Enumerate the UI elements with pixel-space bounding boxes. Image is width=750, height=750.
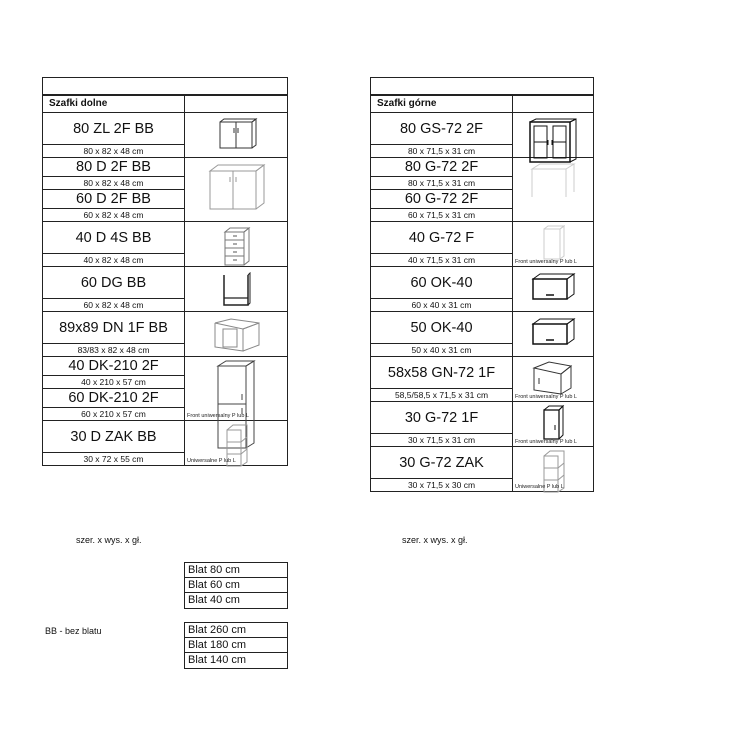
table-row: 80 GS-72 2F 80 x 71,5 x 31 cm: [371, 113, 593, 163]
table-top-bar: [43, 78, 287, 96]
cabinet-note: Front uniwersalny P lub L: [515, 259, 577, 265]
cabinet-code: 60 D 2F BB: [76, 191, 151, 207]
cabinet-code: 50 OK-40: [410, 319, 473, 336]
cabinet-dimensions: 83/83 x 82 x 48 cm: [43, 343, 184, 356]
table-row: 60 OK-40 60 x 40 x 31 cm: [371, 267, 593, 312]
cabinet-dimensions: 50 x 40 x 31 cm: [371, 343, 512, 356]
cabinet-code: 60 OK-40: [410, 274, 473, 291]
worktop-table-large: Blat 260 cm Blat 180 cm Blat 140 cm: [184, 622, 288, 669]
cabinet-code: 40 G-72 F: [408, 229, 475, 246]
worktop-item: Blat 80 cm: [185, 563, 287, 578]
cabinet-note: Front uniwersalny P lub L: [515, 394, 577, 400]
cabinet-code: 89x89 DN 1F BB: [59, 319, 168, 336]
table-row: 89x89 DN 1F BB 83/83 x 82 x 48 cm: [43, 312, 287, 357]
worktop-item: Blat 180 cm: [185, 638, 287, 653]
cabinet-dimensions: 60 x 210 x 57 cm: [43, 407, 184, 420]
cabinet-dimensions: 60 x 82 x 48 cm: [43, 208, 184, 221]
worktop-item: Blat 260 cm: [185, 623, 287, 638]
cabinet-dimensions: 60 x 82 x 48 cm: [43, 298, 184, 311]
upper-header: Szafki górne: [371, 96, 513, 112]
worktop-item: Blat 40 cm: [188, 594, 240, 606]
worktop-table-small: Blat 80 cm Blat 60 cm Blat 40 cm: [184, 562, 288, 609]
cabinet-note: Front uniwersalny P lub L: [515, 439, 577, 445]
lower-header: Szafki dolne: [43, 96, 185, 112]
cabinet-code: 60 DG BB: [80, 274, 147, 291]
cabinet-note: Uniwersalne P lub L: [187, 458, 236, 464]
cabinet-dimensions: 80 x 82 x 48 cm: [43, 176, 184, 189]
cabinet-code: 30 D ZAK BB: [70, 428, 157, 445]
worktop-item: Blat 60 cm: [185, 578, 287, 593]
cabinet-dimensions: 80 x 82 x 48 cm: [43, 144, 184, 157]
table-row: 60 DG BB 60 x 82 x 48 cm: [43, 267, 287, 312]
cabinet-dimensions: 40 x 82 x 48 cm: [43, 253, 184, 266]
lower-dims-legend: szer. x wys. x gł.: [76, 535, 142, 545]
cabinet-dimensions: 80 x 71,5 x 31 cm: [371, 176, 512, 189]
cabinet-code: 40 DK-210 2F: [68, 358, 159, 374]
worktop-item: Blat 140 cm: [188, 654, 247, 666]
cabinet-code: 80 GS-72 2F: [399, 120, 483, 137]
cabinet-code: 30 G-72 1F: [404, 409, 479, 426]
cabinet-code: 30 G-72 ZAK: [399, 454, 484, 471]
upper-dims-legend: szer. x wys. x gł.: [402, 535, 468, 545]
cabinet-dimensions: 40 x 71,5 x 31 cm: [371, 253, 512, 266]
cabinet-code: 40 D 4S BB: [75, 229, 152, 246]
cabinet-dimensions: 58,5/58,5 x 71,5 x 31 cm: [371, 388, 512, 401]
cabinet-dimensions: 30 x 71,5 x 31 cm: [371, 433, 512, 446]
cabinet-dimensions: 30 x 72 x 55 cm: [43, 452, 184, 465]
cabinet-note: Uniwersalne P lub L: [515, 484, 564, 490]
cabinet-dimensions: 40 x 210 x 57 cm: [43, 375, 184, 388]
cabinet-code: 80 G-72 2F: [404, 159, 479, 175]
cabinet-dimensions: 60 x 40 x 31 cm: [371, 298, 512, 311]
upper-cabinets-table: Szafki górne 80 GS-72 2F 80 x 71,5 x 31 c…: [370, 77, 594, 493]
table-row: 50 OK-40 50 x 40 x 31 cm: [371, 312, 593, 357]
cabinet-dimensions: 60 x 71,5 x 31 cm: [371, 208, 512, 221]
cabinet-code: 60 DK-210 2F: [68, 390, 159, 406]
cabinet-code: 80 D 2F BB: [76, 159, 151, 175]
cabinet-code: 80 ZL 2F BB: [73, 120, 154, 137]
cabinet-code: 60 G-72 2F: [404, 191, 479, 207]
bb-legend: BB - bez blatu: [45, 626, 102, 636]
table-top-bar: [371, 78, 593, 96]
table-row: 40 D 4S BB 40 x 82 x 48 cm: [43, 222, 287, 267]
cabinet-dimensions: 80 x 71,5 x 31 cm: [371, 144, 512, 157]
table-row: 80 ZL 2F BB 80 x 82 x 48 cm: [43, 113, 287, 158]
cabinet-note: Front uniwersalny P lub L: [187, 413, 249, 419]
cabinet-code: 58x58 GN-72 1F: [387, 364, 496, 381]
cabinet-dimensions: 30 x 71,5 x 30 cm: [371, 478, 512, 491]
